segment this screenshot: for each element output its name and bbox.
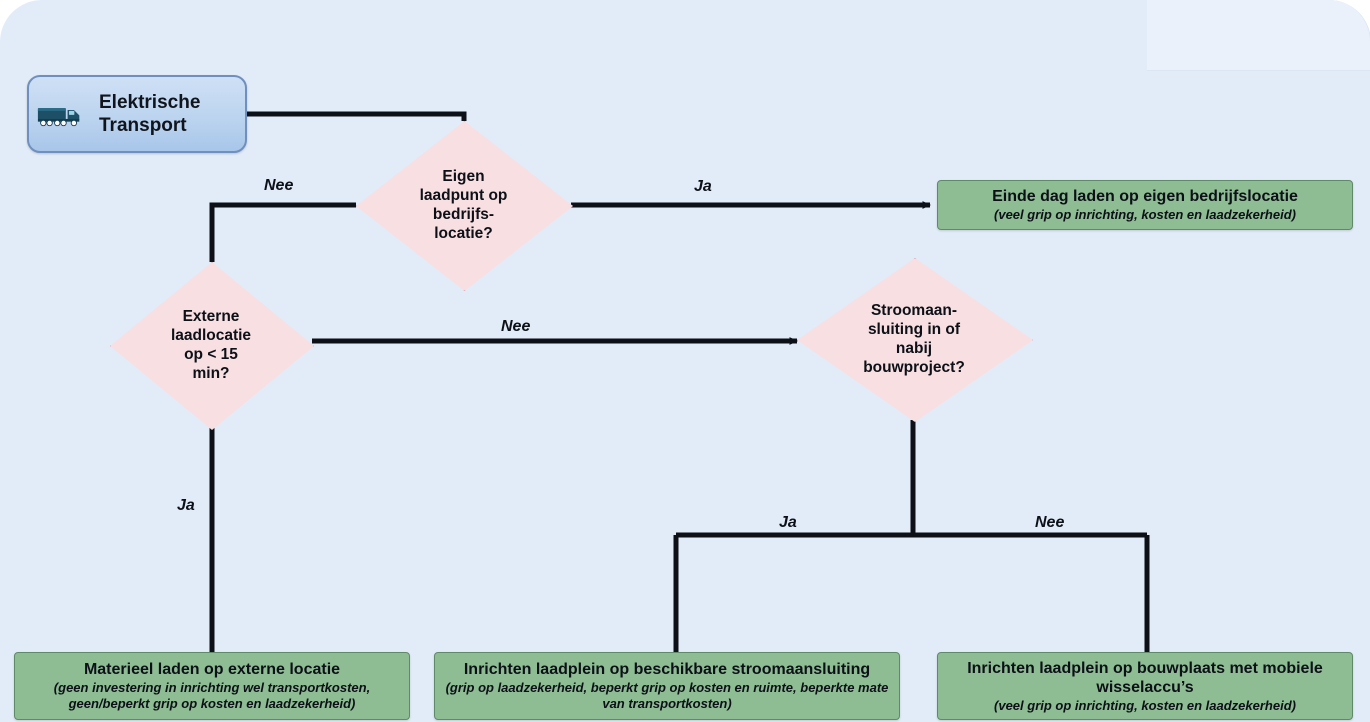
edge-label-d2-nee: Nee (501, 318, 531, 335)
node-start-label: Elektrische Transport (99, 92, 201, 136)
outcome-title: Inrichten laadplein op beschikbare stroo… (463, 661, 871, 678)
outcome-subtitle: (geen investering in inrichting wel tran… (53, 680, 371, 711)
outcome-laadplein-beschikbare-stroomaansluiting[interactable]: Inrichten laadplein op beschikbare stroo… (434, 652, 900, 720)
outcome-title: Einde dag laden op eigen bedrijfslocatie (992, 188, 1298, 205)
electric-truck-icon (37, 108, 80, 127)
node-start[interactable]: Elektrische Transport (27, 75, 247, 153)
outcome-subtitle: (veel grip op inrichting, kosten en laad… (994, 207, 1296, 222)
edge-label-d1-nee: Nee (264, 177, 294, 194)
decision-label: Stroomaan- sluiting in of nabij bouwproj… (863, 302, 965, 376)
outcome-einde-dag-laden[interactable]: Einde dag laden op eigen bedrijfslocatie… (937, 180, 1353, 230)
decision-label: Externe laadlocatie op < 15 min? (170, 308, 252, 382)
edge-label-d2-ja: Ja (177, 497, 195, 514)
edge-label-d3-nee: Nee (1035, 514, 1065, 531)
outcome-laadplein-bouwplaats-wisselaccu[interactable]: Inrichten laadplein op bouwplaats met mo… (937, 652, 1353, 720)
decision-externe-laadlocatie[interactable]: Externe laadlocatie op < 15 min? (110, 262, 314, 430)
decision-stroomaansluiting[interactable]: Stroomaan- sluiting in of nabij bouwproj… (797, 258, 1033, 422)
outcome-title: Inrichten laadplein op bouwplaats met mo… (967, 659, 1323, 696)
edge-label-d1-ja: Ja (694, 178, 712, 195)
decision-eigen-laadpunt[interactable]: Eigen laadpunt op bedrijfs- locatie? (356, 121, 573, 291)
outcome-title: Materieel laden op externe locatie (83, 661, 341, 678)
logo-panel: Buck Consultants International (1147, 0, 1370, 71)
decision-label: Eigen laadpunt op bedrijfs- locatie? (419, 168, 508, 242)
outcome-subtitle: (veel grip op inrichting, kosten en laad… (994, 697, 1296, 713)
outcome-subtitle: (grip op laadzekerheid, beperkt grip op … (445, 680, 889, 711)
edge-label-d3-ja: Ja (779, 514, 797, 531)
outcome-materieel-laden-externe-locatie[interactable]: Materieel laden op externe locatie (geen… (14, 652, 410, 720)
